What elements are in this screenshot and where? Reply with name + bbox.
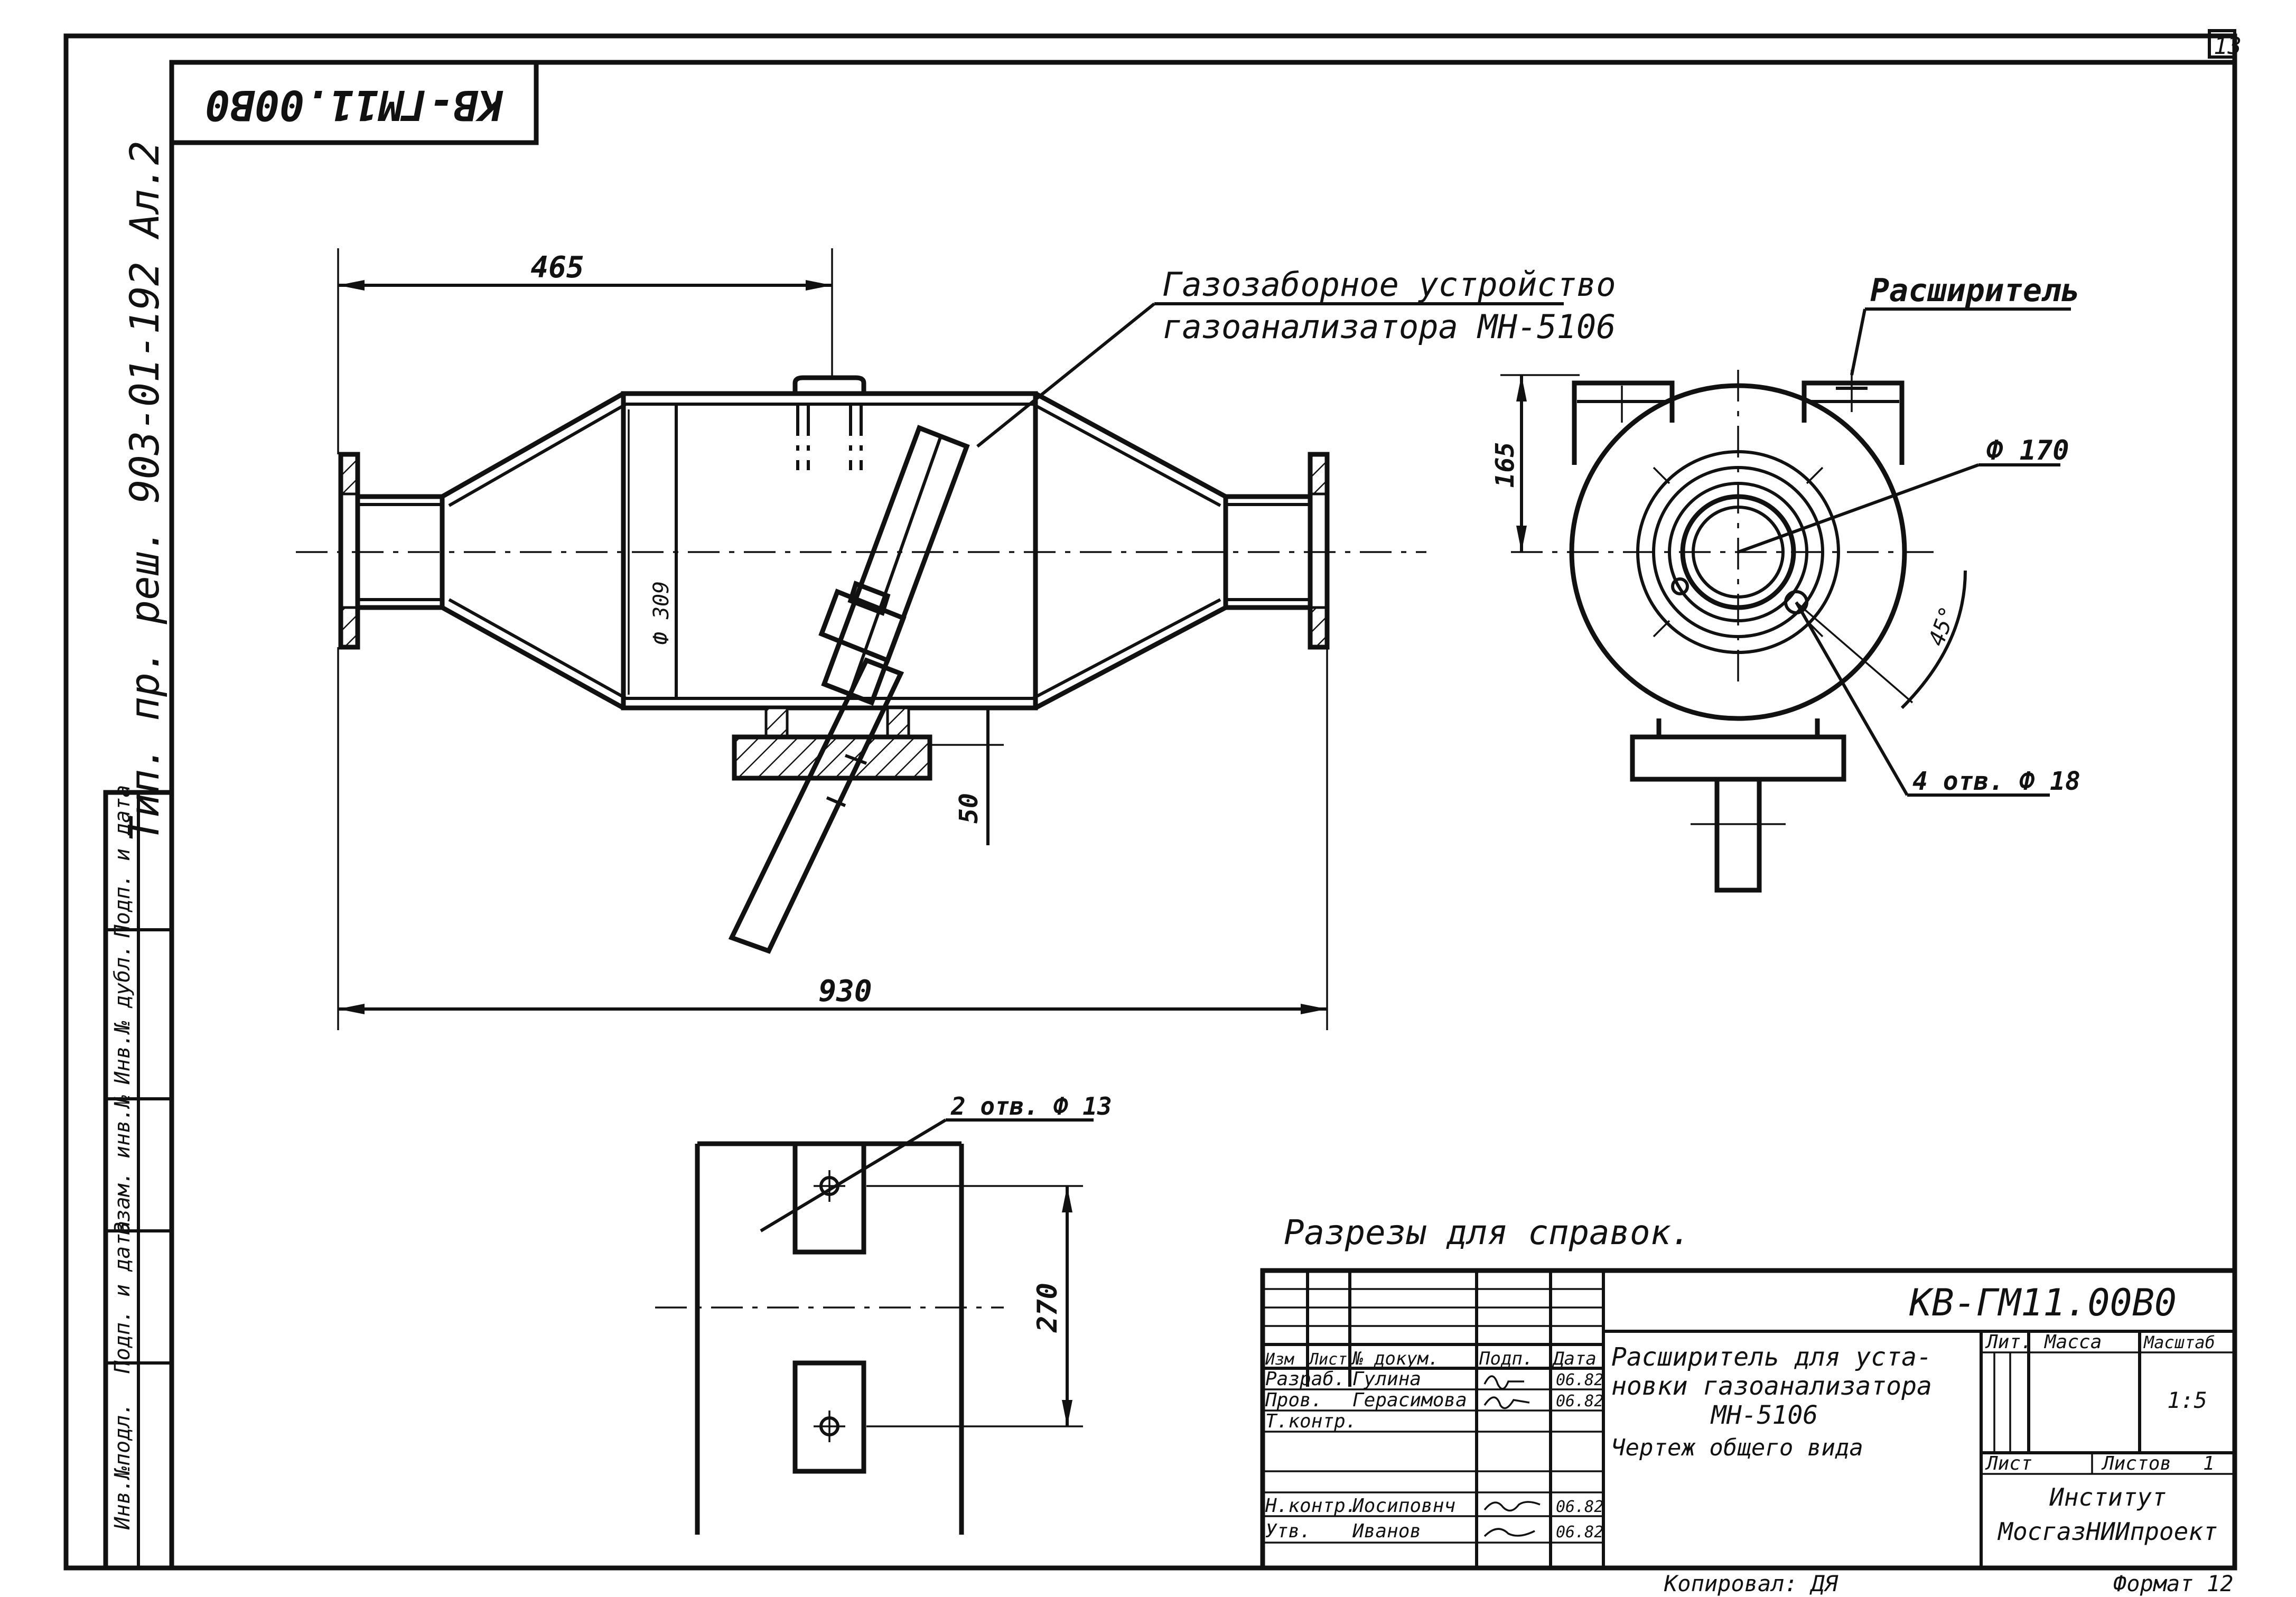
doc-name-line3: МН-5106 bbox=[1710, 1400, 1818, 1430]
stamp-cell-1: Инв.№подл. bbox=[110, 1403, 135, 1530]
role-approve: Утв. bbox=[1265, 1520, 1311, 1542]
name-check: Герасимова bbox=[1352, 1389, 1467, 1411]
dim-465: 465 bbox=[530, 250, 584, 285]
left-stamp: Инв.№подл. Подп. и дата Взам. инв.№ Инв.… bbox=[103, 785, 174, 1571]
front-view: 465 Ф 309 930 50 Газозаборное устройство… bbox=[296, 248, 1616, 1030]
callout-gas-device-line1: Газозаборное устройство bbox=[1162, 265, 1616, 304]
signature-ncontrol bbox=[1483, 1501, 1541, 1512]
format-label: Формат 12 bbox=[2113, 1571, 2234, 1596]
stamp-cell-3: Взам. инв.№ bbox=[110, 1095, 135, 1235]
label-sheet: Лист bbox=[1985, 1453, 2032, 1474]
callout-expander: Расширитель bbox=[1870, 272, 2080, 309]
doc-name-line4: Чертеж общего вида bbox=[1611, 1434, 1863, 1461]
stamp-cell-4: Инв.№ дубл. bbox=[110, 945, 135, 1085]
note-sections-for-reference: Разрезы для справок. bbox=[1284, 1213, 1691, 1253]
copied-by: Копировал: ДЯ bbox=[1664, 1571, 1838, 1596]
side-view: 165 Ф 170 45° 4 отв. Ф 18 Расширитель bbox=[1490, 272, 2080, 893]
label-sheets: Листов bbox=[2101, 1453, 2171, 1474]
side-reference: Тип. пр. реш. 903-01-192 Ал.2 bbox=[121, 141, 168, 842]
callout-gas-device-line2: газоанализатора МН-5106 bbox=[1162, 307, 1616, 346]
signature-approve bbox=[1483, 1528, 1535, 1537]
hdr-izm: Изм bbox=[1265, 1350, 1294, 1369]
name-develop: Гулина bbox=[1352, 1368, 1421, 1390]
dim-diameter-309: Ф 309 bbox=[649, 581, 674, 645]
dim-holes-13: 2 отв. Ф 13 bbox=[950, 1092, 1112, 1120]
doc-name-line2: новки газоанализатора bbox=[1611, 1371, 1932, 1401]
org-line2: МосгазНИИпроект bbox=[1997, 1517, 2217, 1546]
dim-50: 50 bbox=[954, 793, 984, 824]
dim-930: 930 bbox=[818, 974, 872, 1008]
role-check: Пров. bbox=[1265, 1389, 1322, 1411]
detail-view: 2 отв. Ф 13 270 bbox=[655, 1092, 1112, 1535]
scale-value: 1:5 bbox=[2167, 1387, 2207, 1413]
org-line1: Институт bbox=[2049, 1483, 2167, 1511]
sheet-frame: 13 КВ-ГМ11.00В0 Тип. пр. реш. 903-01-192… bbox=[63, 29, 2242, 1571]
name-approve: Иванов bbox=[1352, 1520, 1421, 1542]
date-approve: 06.82 bbox=[1556, 1523, 1603, 1542]
role-ncontrol: Н.контр. bbox=[1265, 1495, 1357, 1517]
signature-develop bbox=[1483, 1375, 1524, 1390]
date-ncontrol: 06.82 bbox=[1556, 1498, 1603, 1516]
dim-angle-45: 45° bbox=[1923, 603, 1961, 649]
dim-165: 165 bbox=[1490, 442, 1520, 488]
doc-code: КВ-ГМ11.00В0 bbox=[1909, 1281, 2177, 1324]
sheets-value: 1 bbox=[2203, 1453, 2215, 1474]
label-scale: Масштаб bbox=[2143, 1332, 2215, 1352]
role-tcontrol: Т.контр. bbox=[1265, 1411, 1357, 1432]
label-lit: Лит. bbox=[1985, 1331, 2032, 1353]
doc-name-line1: Расширитель для уста- bbox=[1611, 1342, 1932, 1372]
sheet-number: 13 bbox=[2214, 33, 2242, 60]
name-ncontrol: Иосиповнч bbox=[1352, 1495, 1455, 1517]
dim-270: 270 bbox=[1032, 1283, 1063, 1333]
signature-check bbox=[1483, 1396, 1530, 1409]
label-mass: Масса bbox=[2043, 1331, 2102, 1353]
stamp-cell-5: Подп. и дата bbox=[110, 785, 135, 938]
role-develop: Разраб. bbox=[1265, 1368, 1346, 1390]
dim-d170: Ф 170 bbox=[1986, 435, 2069, 466]
hdr-list: Лист bbox=[1308, 1350, 1347, 1369]
top-code: КВ-ГМ11.00В0 bbox=[205, 81, 503, 128]
hdr-sign: Подп. bbox=[1479, 1348, 1533, 1369]
dim-holes-18: 4 отв. Ф 18 bbox=[1912, 767, 2080, 796]
date-develop: 06.82 bbox=[1556, 1371, 1603, 1389]
hdr-doc: № докум. bbox=[1351, 1348, 1439, 1369]
title-block: КВ-ГМ11.00В0 Расширитель для уста- новки… bbox=[1260, 1268, 2237, 1571]
date-check: 06.82 bbox=[1556, 1392, 1603, 1411]
hdr-date: Дата bbox=[1552, 1348, 1597, 1369]
stamp-cell-2: Подп. и дата bbox=[110, 1221, 135, 1374]
